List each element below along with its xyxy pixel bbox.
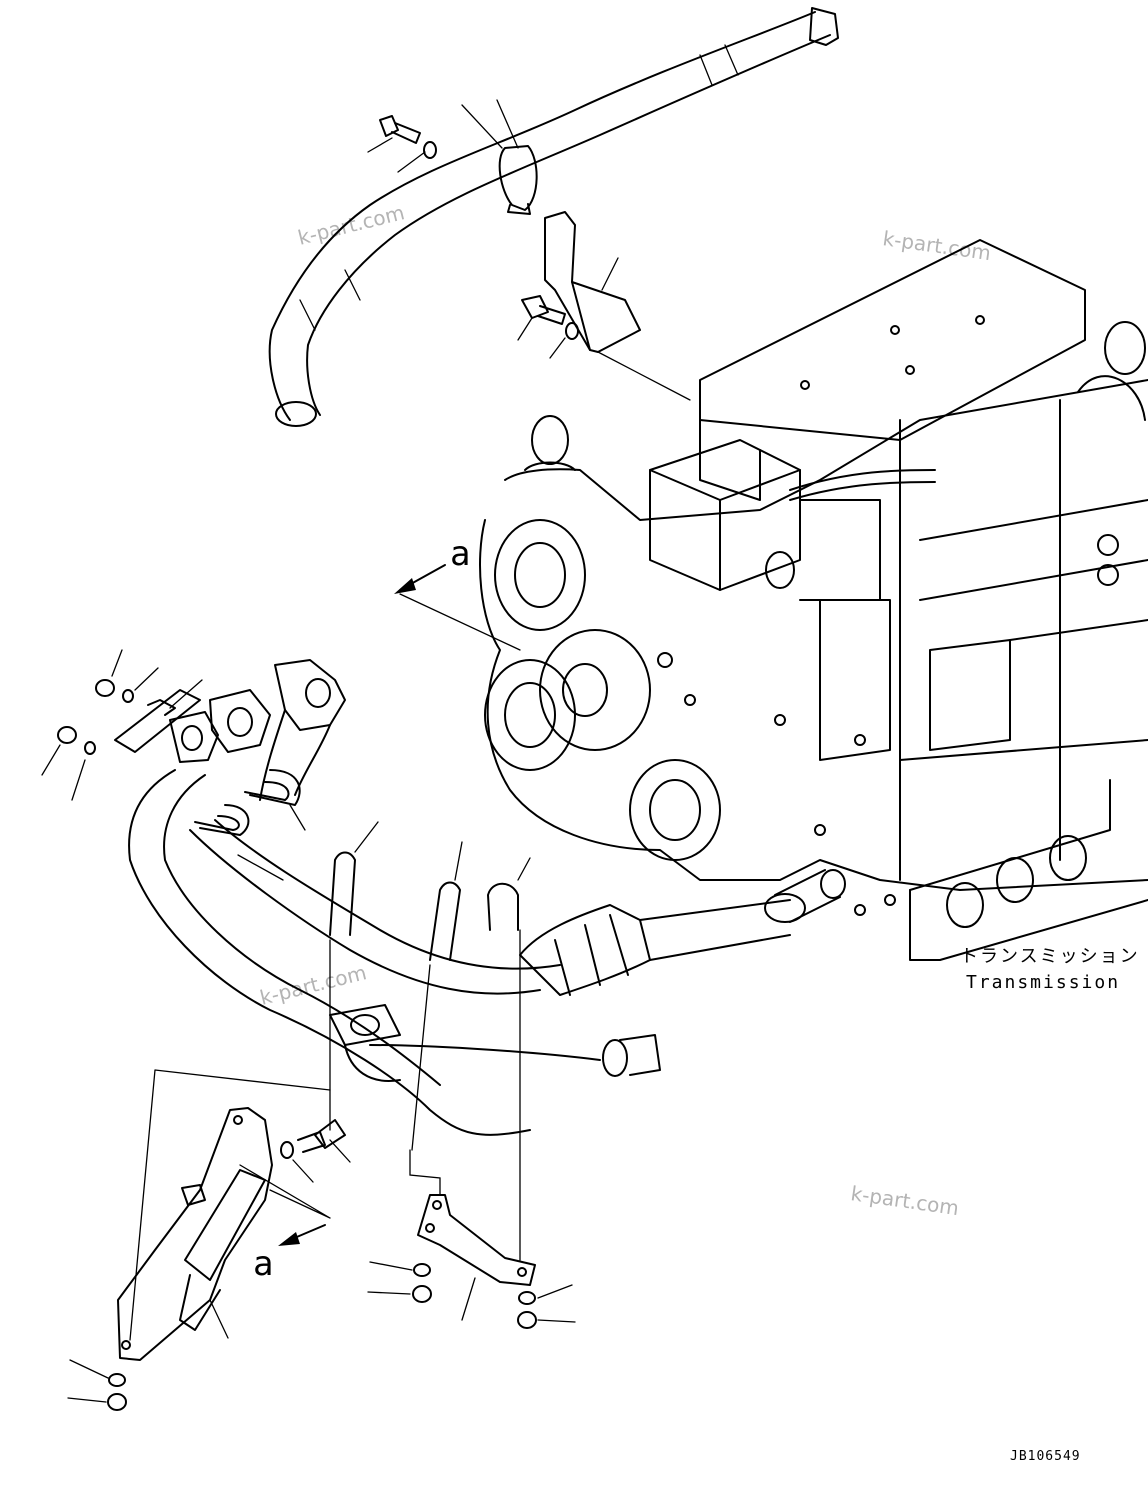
view-label-a: a (253, 1244, 273, 1284)
watermark: k-part.com (295, 200, 406, 250)
u-bolt (487, 882, 519, 931)
u-bolt (329, 851, 356, 936)
u-bolt (194, 804, 250, 836)
watermark: k-part.com (849, 1181, 960, 1220)
watermark: k-part.com (881, 226, 992, 265)
engine-assembly (479, 239, 1148, 961)
watermark: k-part.com (257, 960, 368, 1010)
nut (107, 1373, 127, 1411)
support-bracket-lower-right (417, 1194, 536, 1286)
view-label-a: a (450, 534, 470, 574)
gasket-plate (114, 689, 201, 753)
turbo-elbow-assembly (128, 659, 791, 1136)
drawing-code: JB106549 (1010, 1449, 1081, 1464)
nut (412, 1263, 537, 1329)
view-arrow (394, 564, 446, 594)
support-bracket-lower-left (117, 1107, 273, 1361)
upper-exhaust-pipe (268, 7, 839, 427)
u-bolt (429, 881, 461, 961)
bolt (379, 115, 437, 159)
pipe-clamp (498, 145, 538, 215)
nut (57, 679, 134, 755)
mounting-bracket-upper (517, 211, 691, 401)
bolt (280, 1119, 346, 1159)
u-bolt (244, 769, 301, 806)
view-arrow (278, 1224, 326, 1246)
transmission-label-japanese: トランスミッション (960, 946, 1140, 967)
transmission-label-english: Transmission (966, 972, 1120, 993)
